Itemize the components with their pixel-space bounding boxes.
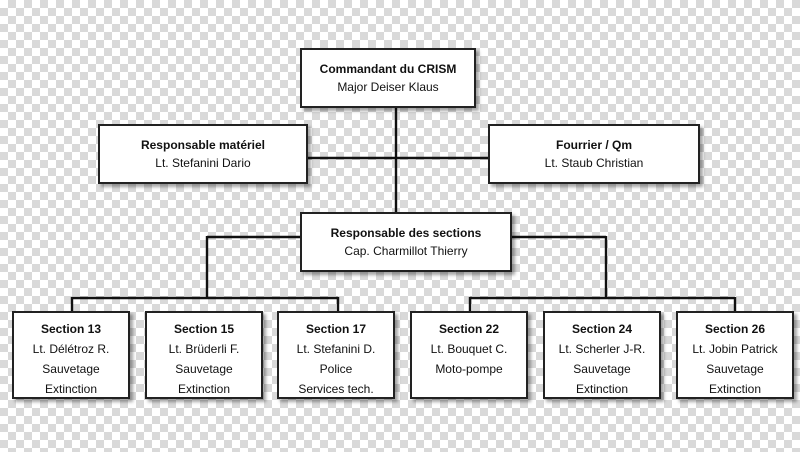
section-title: Section 13 <box>40 322 102 336</box>
materiel-title: Responsable matériel <box>140 138 266 152</box>
section-13-box: Section 13 Lt. Délétroz R. Sauvetage Ext… <box>12 311 130 399</box>
section-leader: Lt. Bouquet C. <box>430 342 508 356</box>
section-role: Extinction <box>177 382 231 396</box>
commander-name: Major Deiser Klaus <box>337 80 439 94</box>
section-title: Section 17 <box>305 322 367 336</box>
section-role: Sauvetage <box>42 362 100 376</box>
section-title: Section 15 <box>173 322 235 336</box>
section-role: Services tech. <box>298 382 374 396</box>
section-title: Section 22 <box>438 322 500 336</box>
fourrier-title: Fourrier / Qm <box>555 138 632 152</box>
section-role: Moto-pompe <box>435 362 503 376</box>
section-leader: Lt. Brüderli F. <box>168 342 240 356</box>
section-role: Extinction <box>708 382 762 396</box>
commander-title: Commandant du CRISM <box>319 62 457 76</box>
section-role: Sauvetage <box>706 362 764 376</box>
materiel-box: Responsable matériel Lt. Stefanini Dario <box>98 124 308 184</box>
section-role: Sauvetage <box>175 362 233 376</box>
materiel-name: Lt. Stefanini Dario <box>155 156 251 170</box>
fourrier-name: Lt. Staub Christian <box>544 156 644 170</box>
section-role: Sauvetage <box>573 362 631 376</box>
section-role: Extinction <box>44 382 98 396</box>
sections-head-name: Cap. Charmillot Thierry <box>344 244 468 258</box>
commander-box: Commandant du CRISM Major Deiser Klaus <box>300 48 476 108</box>
sections-head-box: Responsable des sections Cap. Charmillot… <box>300 212 512 272</box>
section-role: Extinction <box>575 382 629 396</box>
section-leader: Lt. Scherler J-R. <box>558 342 646 356</box>
sections-head-title: Responsable des sections <box>330 226 482 240</box>
section-15-box: Section 15 Lt. Brüderli F. Sauvetage Ext… <box>145 311 263 399</box>
section-title: Section 24 <box>571 322 633 336</box>
section-title: Section 26 <box>704 322 766 336</box>
section-role: Police <box>319 362 353 376</box>
section-leader: Lt. Délétroz R. <box>32 342 110 356</box>
section-leader: Lt. Stefanini D. <box>296 342 376 356</box>
section-24-box: Section 24 Lt. Scherler J-R. Sauvetage E… <box>543 311 661 399</box>
fourrier-box: Fourrier / Qm Lt. Staub Christian <box>488 124 700 184</box>
section-22-box: Section 22 Lt. Bouquet C. Moto-pompe <box>410 311 528 399</box>
section-26-box: Section 26 Lt. Jobin Patrick Sauvetage E… <box>676 311 794 399</box>
section-leader: Lt. Jobin Patrick <box>692 342 778 356</box>
section-17-box: Section 17 Lt. Stefanini D. Police Servi… <box>277 311 395 399</box>
